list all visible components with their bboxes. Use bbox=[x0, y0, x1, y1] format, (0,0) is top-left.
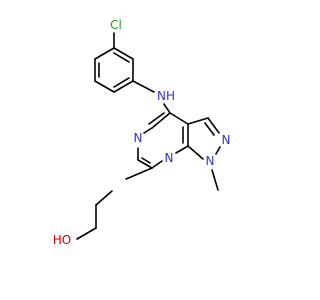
pyrazole-ring bbox=[187, 117, 221, 160]
bond bbox=[163, 103, 171, 114]
bond bbox=[94, 47, 115, 60]
bond bbox=[143, 127, 153, 134]
bond bbox=[132, 80, 155, 93]
bond bbox=[215, 146, 221, 155]
canvas-background bbox=[0, 0, 300, 300]
bond bbox=[113, 47, 134, 60]
pyrimidine-ring bbox=[137, 112, 189, 169]
pyrazole-n2-label: N bbox=[222, 133, 231, 147]
bond bbox=[94, 80, 115, 93]
bond bbox=[95, 190, 113, 206]
double-bond-inner bbox=[113, 77, 130, 88]
chemical-structure: Cl NH N N N N HO bbox=[0, 0, 300, 300]
bond bbox=[151, 160, 163, 169]
bond bbox=[76, 227, 97, 240]
double-bond-inner bbox=[148, 112, 165, 125]
bond bbox=[137, 159, 153, 169]
bond bbox=[175, 145, 189, 154]
bond bbox=[125, 167, 153, 180]
bond bbox=[187, 117, 209, 125]
double-bond-inner bbox=[113, 52, 130, 63]
double-bond-inner bbox=[141, 157, 151, 164]
bond bbox=[187, 145, 204, 160]
bond bbox=[211, 169, 219, 191]
chlorine-label: Cl bbox=[110, 18, 122, 32]
hydroxyl-label: HO bbox=[53, 233, 71, 247]
pyrimidine-n3-label: N bbox=[134, 131, 143, 145]
bond bbox=[151, 112, 171, 129]
pyrimidine-n1-label: N bbox=[165, 151, 174, 165]
double-bond-inner bbox=[204, 122, 215, 136]
aryl-amine-nh-label: NH bbox=[157, 89, 175, 103]
pyrazole-n1-label: N bbox=[206, 154, 215, 168]
bond bbox=[207, 117, 220, 134]
chlorophenyl-ring bbox=[94, 47, 134, 93]
bond bbox=[113, 80, 134, 93]
bond bbox=[169, 112, 189, 125]
